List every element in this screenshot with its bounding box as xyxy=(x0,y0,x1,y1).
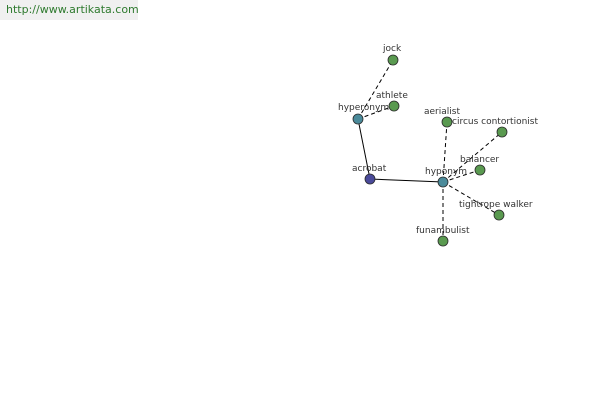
node-aerialist[interactable] xyxy=(441,116,453,128)
graph-labels: acrobat hyperonym hyponym jock athlete aerial… xyxy=(338,44,538,236)
label-balancer[interactable]: balancer xyxy=(460,155,499,165)
edge-hyponym-circus-contortionist xyxy=(442,131,503,183)
label-acrobat[interactable]: acrobat xyxy=(352,164,387,174)
node-acrobat[interactable] xyxy=(364,173,376,185)
edge-hyponym-tightrope-walker xyxy=(442,181,500,216)
label-athlete[interactable]: athlete xyxy=(376,91,408,101)
edge-acrobat-hyponym xyxy=(369,178,444,183)
label-hyperonym[interactable]: hyperonym xyxy=(338,103,389,113)
label-funambulist[interactable]: funambulist xyxy=(416,226,470,236)
label-hyponym[interactable]: hyponym xyxy=(425,167,467,177)
node-jock[interactable] xyxy=(387,54,399,66)
edge-hyperonym-jock xyxy=(357,59,394,120)
label-jock[interactable]: jock xyxy=(382,44,402,54)
label-aerialist[interactable]: aerialist xyxy=(424,107,460,117)
node-balancer[interactable] xyxy=(474,164,486,176)
edge-hyperonym-athlete xyxy=(357,105,395,120)
node-athlete[interactable] xyxy=(388,100,400,112)
node-circus-contortionist[interactable] xyxy=(496,126,508,138)
node-funambulist[interactable] xyxy=(437,235,449,247)
graph-nodes xyxy=(352,54,508,247)
label-circus-contortionist[interactable]: circus contortionist xyxy=(452,117,538,127)
edge-hyponym-aerialist xyxy=(442,121,448,183)
edge-acrobat-hyperonym xyxy=(357,118,371,180)
site-url[interactable]: http://www.artikata.com xyxy=(0,0,139,20)
node-hyponym[interactable] xyxy=(437,176,449,188)
node-hyperonym[interactable] xyxy=(352,113,364,125)
node-tightrope-walker[interactable] xyxy=(493,209,505,221)
graph-edges xyxy=(357,59,503,241)
label-tightrope-walker[interactable]: tightrope walker xyxy=(459,200,533,210)
